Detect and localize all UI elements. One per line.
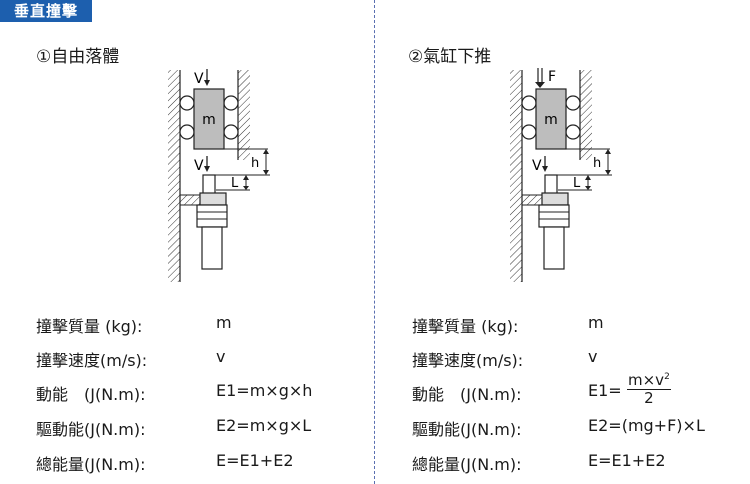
mass-block (193, 88, 225, 150)
mass-block (535, 88, 567, 150)
left-wall (510, 70, 522, 282)
shock-absorber-body (201, 226, 223, 270)
h-dimension-label: h (593, 156, 601, 171)
velocity-bottom-label: V (194, 158, 204, 174)
mass-label: m (202, 112, 216, 128)
mounting-nut (541, 192, 569, 206)
mounting-nut (199, 192, 227, 206)
cylinder-push-diagram: m F V h L (510, 68, 612, 282)
l-dimension-label: L (573, 176, 581, 191)
kinetic-energy-fraction: m×v2 2 (627, 371, 671, 407)
velocity-top-label: V (194, 71, 204, 87)
velocity-bottom-label: V (532, 158, 542, 174)
mass-label: m (544, 112, 558, 128)
column-divider (374, 0, 375, 484)
section-tag: 垂直撞擊 (0, 0, 92, 22)
case-title-cylinder-push: ②氣缸下推 (408, 47, 492, 67)
free-fall-diagram: m V V h L (168, 69, 270, 282)
right-wall (580, 70, 592, 160)
case-title-free-fall: ①自由落體 (36, 47, 120, 67)
left-wall (168, 70, 180, 282)
force-label: F (548, 69, 556, 85)
shock-absorber-body (543, 226, 565, 270)
h-dimension-label: h (251, 156, 259, 171)
plunger-rod (202, 174, 216, 196)
l-dimension-label: L (231, 176, 239, 191)
plunger-rod (544, 174, 558, 196)
right-wall (238, 70, 250, 160)
